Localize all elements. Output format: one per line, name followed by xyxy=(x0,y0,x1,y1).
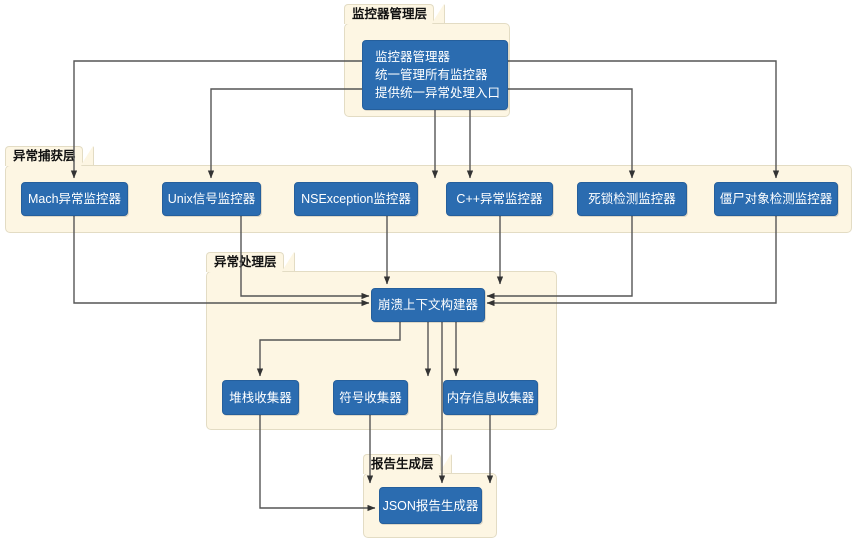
layer-label-manager: 监控器管理层 xyxy=(344,4,446,24)
node-symbol-collector[interactable]: 符号收集器 xyxy=(333,380,408,415)
node-deadlock-monitor[interactable]: 死锁检测监控器 xyxy=(577,182,687,216)
node-mach-monitor[interactable]: Mach异常监控器 xyxy=(21,182,128,216)
node-zombie-monitor[interactable]: 僵尸对象检测监控器 xyxy=(714,182,838,216)
node-crash-context-builder[interactable]: 崩溃上下文构建器 xyxy=(371,288,485,322)
node-unix-signal-monitor[interactable]: Unix信号监控器 xyxy=(162,182,261,216)
node-nsexception-monitor[interactable]: NSException监控器 xyxy=(294,182,418,216)
layer-label-process: 异常处理层 xyxy=(206,252,294,272)
layer-label-report: 报告生成层 xyxy=(363,454,451,474)
node-memory-collector[interactable]: 内存信息收集器 xyxy=(443,380,538,415)
node-stack-collector[interactable]: 堆栈收集器 xyxy=(222,380,299,415)
node-monitor-manager[interactable]: 监控器管理器 统一管理所有监控器 提供统一异常处理入口 xyxy=(362,40,508,110)
node-cpp-exception-monitor[interactable]: C++异常监控器 xyxy=(446,182,553,216)
node-json-report-generator[interactable]: JSON报告生成器 xyxy=(379,487,482,524)
layer-label-capture: 异常捕获层 xyxy=(5,146,93,166)
